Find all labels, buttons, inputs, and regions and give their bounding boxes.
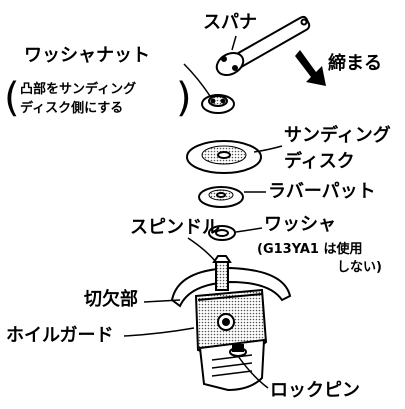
washer-note-line1: (G13YA1 は使用: [257, 242, 363, 257]
note-open-paren: (: [4, 75, 20, 121]
spindle-label: スピンドル: [130, 217, 220, 238]
sanding-disc-label-line1: サンディング: [284, 125, 391, 146]
washer-label: ワッシャ: [264, 214, 336, 235]
washer-note-line2: しない): [337, 260, 382, 275]
wheel-guard-label: ホイルガード: [6, 325, 114, 346]
rubber-pad-label: ラバーパット: [268, 181, 376, 202]
lock-pin-label: ロックピン: [270, 380, 360, 401]
washer-nut-label: ワッシャナット: [24, 45, 150, 66]
washer-nut-part: [201, 94, 235, 114]
washer-nut-note-line1: 凸部をサンディング: [20, 82, 137, 97]
arrow-down-right-icon: [295, 50, 326, 86]
note-close-paren: ): [176, 75, 192, 121]
notch-label: 切欠部: [84, 289, 138, 310]
tighten-label: 締まる: [328, 53, 382, 74]
washer-nut-note-line2: ディスク側にする: [20, 101, 124, 116]
spanner-label: スパナ: [203, 12, 257, 33]
spanner-part: [215, 15, 311, 77]
washer-part: [208, 225, 236, 241]
rubber-pad-part: [198, 186, 244, 208]
leader-lines: [123, 35, 283, 389]
sanding-disc-part: [186, 140, 262, 174]
sanding-disc-label-line2: ディスク: [284, 151, 355, 172]
grinder-body: [170, 255, 292, 392]
